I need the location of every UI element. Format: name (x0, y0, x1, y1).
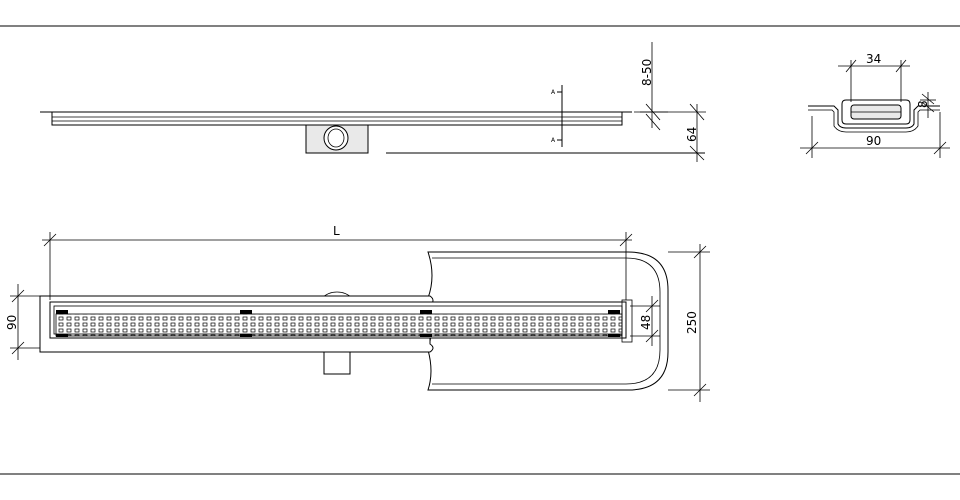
section-mark-bottom: A (551, 137, 556, 144)
section-mark-top: A (551, 89, 556, 96)
side-view-grate-body (51, 111, 623, 126)
grate-clip-4 (608, 310, 620, 314)
sheet-width-label: 250 (685, 311, 699, 334)
side-view: A A 8-50 64 (40, 42, 706, 162)
drain-grate (55, 313, 623, 337)
grate-clip-3 (420, 310, 432, 314)
height-dimension-label: 8-50 (640, 59, 654, 86)
grate-clip-1 (56, 310, 68, 314)
plan-view: L 90 48 250 (5, 224, 710, 402)
inner-width-label: 34 (866, 52, 881, 66)
depth-dimension-label: 64 (685, 127, 699, 142)
length-dimension-label: L (333, 224, 340, 238)
section-view: 34 8 90 (800, 52, 950, 158)
grate-clip-2 (240, 310, 252, 314)
flange-dimension-label: 8 (916, 100, 930, 108)
section-width-label: 90 (866, 134, 881, 148)
plan-width-label: 90 (5, 315, 19, 330)
channel-dimension-label: 48 (639, 315, 653, 330)
